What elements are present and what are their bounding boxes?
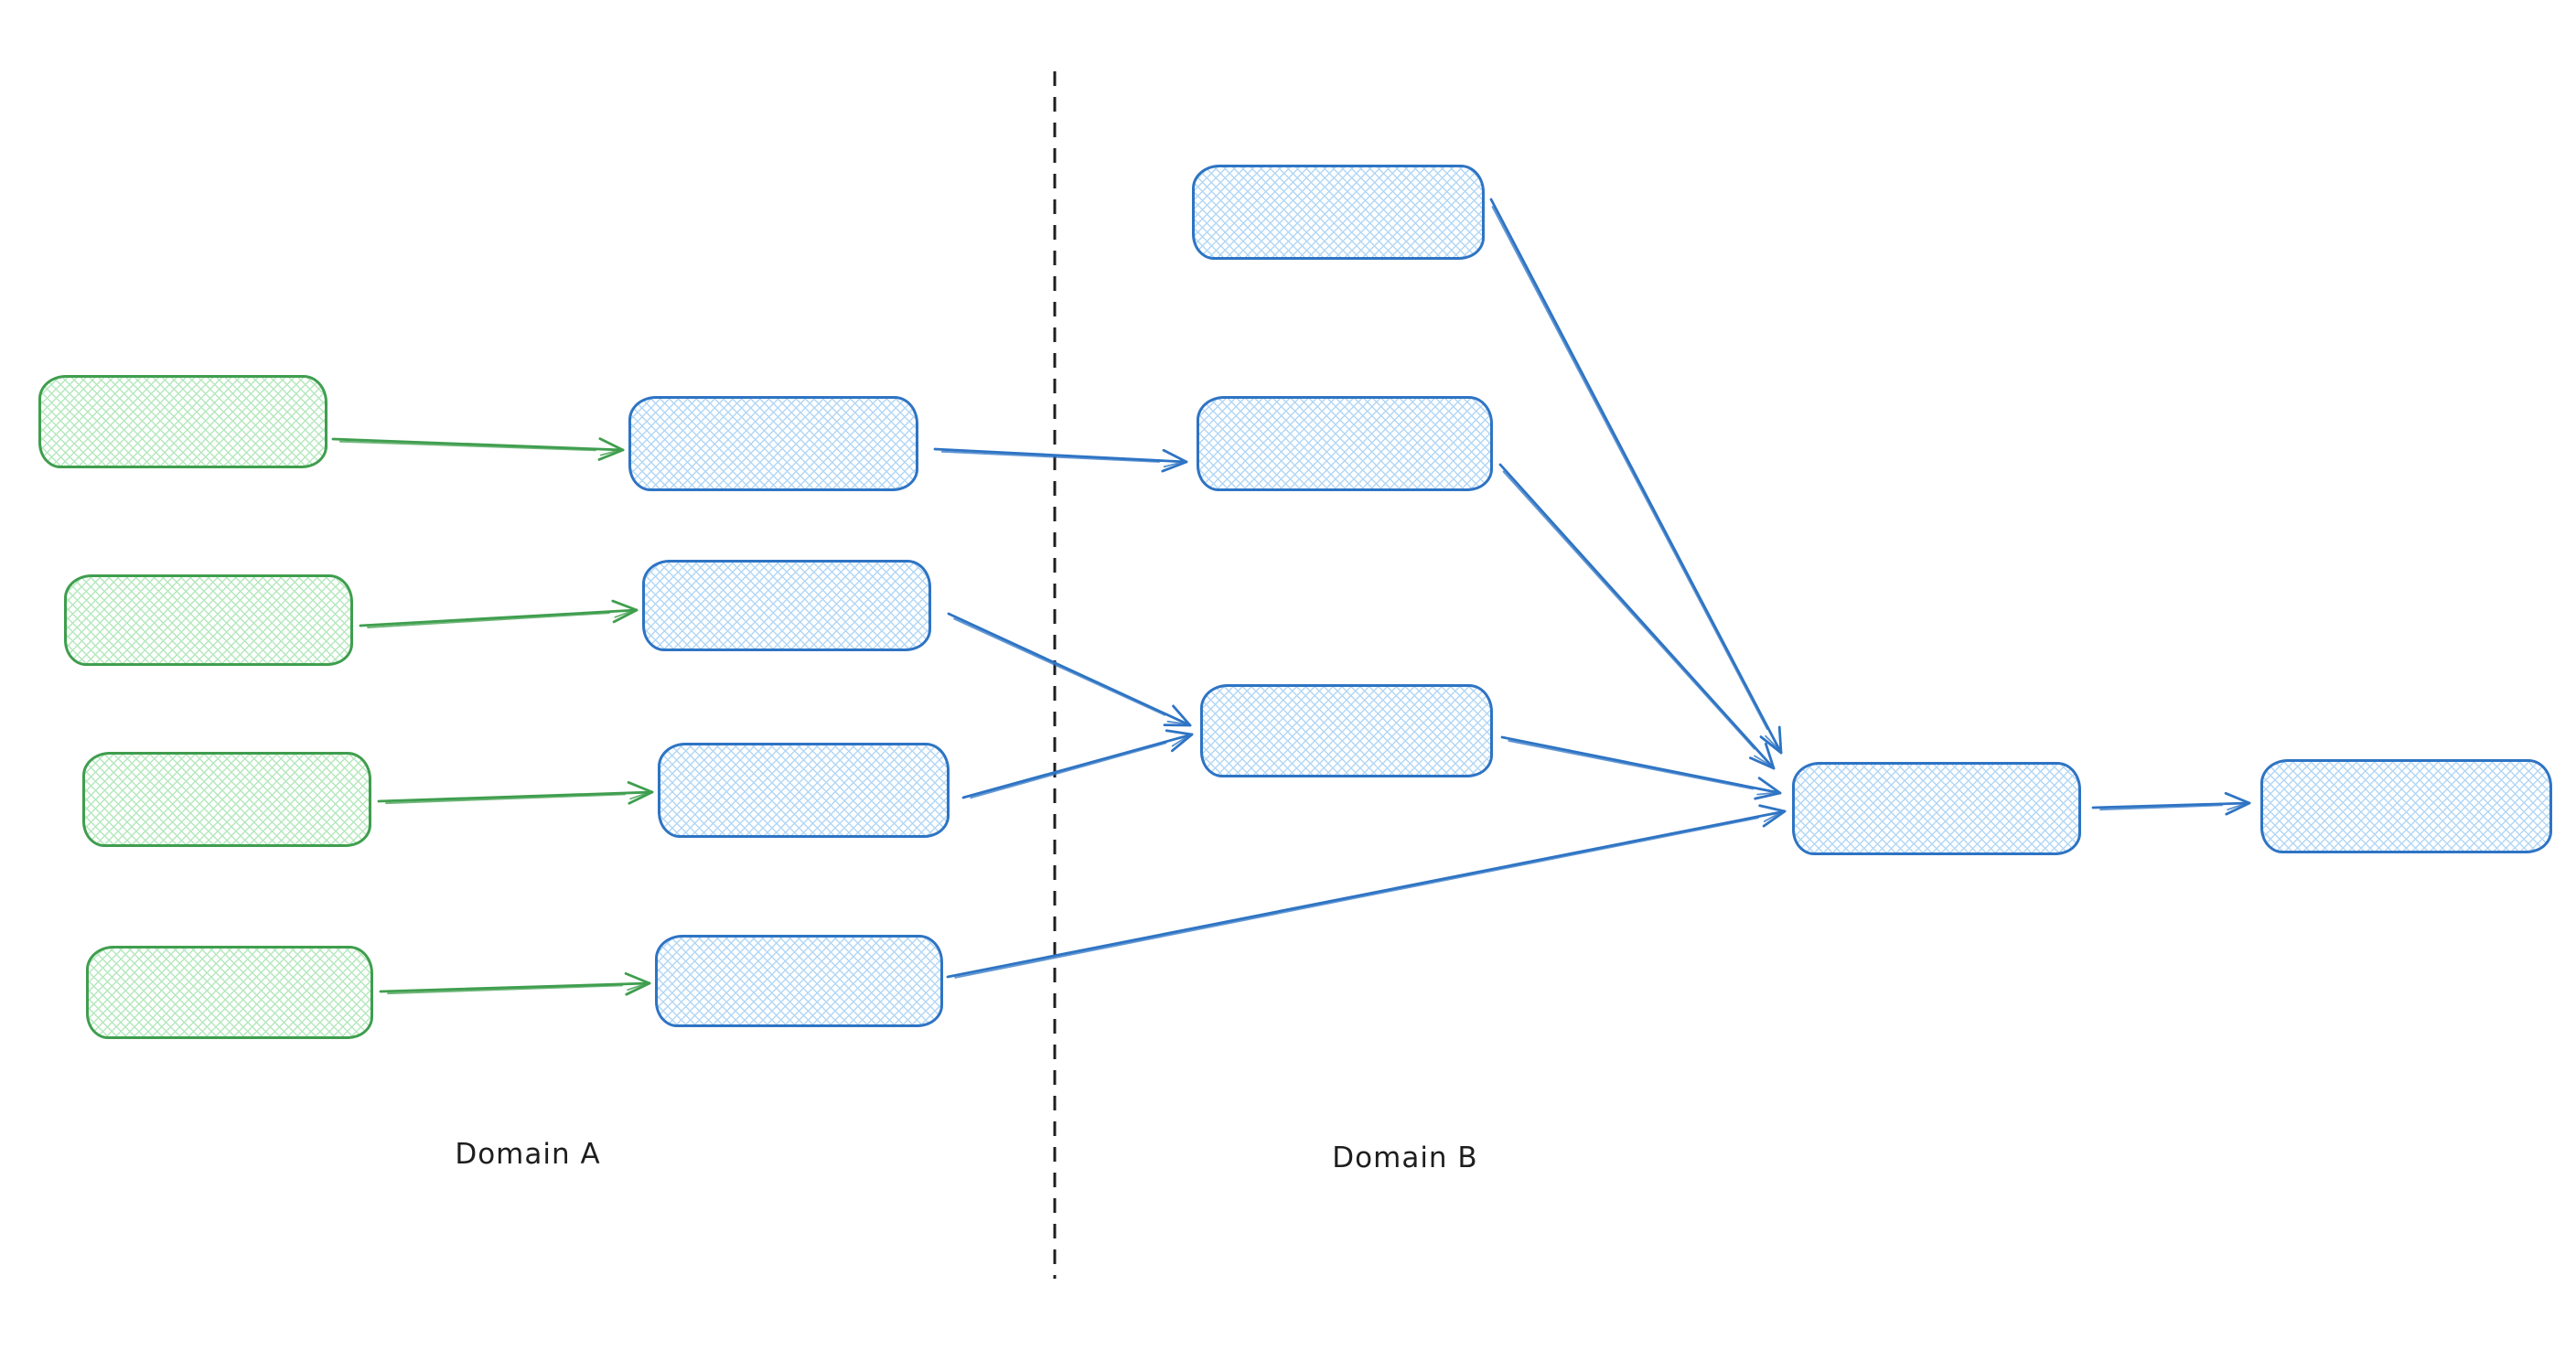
domain-a-source-2 [64,574,353,666]
domain-b-output-node [2260,759,2552,853]
domain-b-node-3 [1200,684,1493,777]
domain-a-source-3 [82,752,371,847]
domain-a-stage-1 [628,396,918,491]
domain-b-merge-node [1792,762,2081,855]
domain-a-stage-2 [642,560,931,651]
domain-a-source-1 [38,375,327,468]
domain-a-label: Domain A [455,1138,601,1171]
domain-b-node-2 [1197,396,1493,491]
domain-b-node-1 [1192,165,1485,260]
domain-a-stage-4 [655,935,943,1027]
domain-b-label: Domain B [1332,1142,1478,1174]
domain-a-source-4 [86,946,373,1039]
domain-a-stage-3 [658,743,950,838]
